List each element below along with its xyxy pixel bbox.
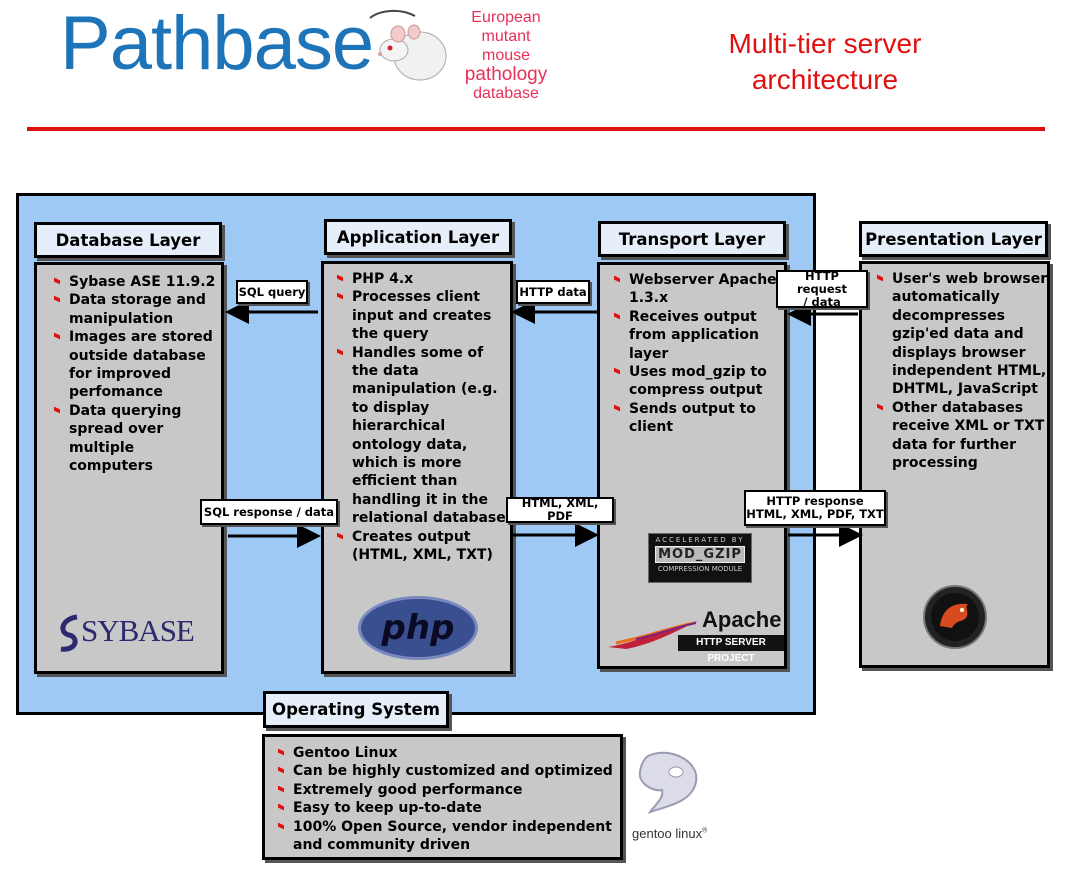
list-item: Other databases receive XML or TXT data … (874, 399, 1052, 473)
mouse-logo-icon (369, 10, 447, 81)
presentation-layer-title: Presentation Layer (859, 221, 1048, 257)
mod-gzip-badge: ACCELERATED BY MOD_GZIP COMPRESSION MODU… (648, 533, 752, 583)
list-item: Handles some of the data manipulation (e… (334, 344, 512, 528)
application-layer-title: Application Layer (324, 219, 512, 255)
http-request-label-line1: HTTP request (796, 268, 848, 296)
database-layer-title: Database Layer (34, 222, 222, 258)
list-item: Images are stored outside database for i… (51, 328, 219, 402)
database-layer-box: Sybase ASE 11.9.2 Data storage and manip… (34, 262, 224, 674)
list-item: PHP 4.x (334, 270, 512, 288)
sql-response-label: SQL response / data (200, 499, 338, 525)
pathbase-logo: Pathbase (60, 1, 374, 86)
page-title-line1: Multi-tier server (728, 28, 922, 59)
list-item: User's web browser automatically decompr… (874, 270, 1052, 399)
tagline-line: pathology (464, 64, 548, 85)
list-item: Easy to keep up-to-date (275, 799, 620, 817)
list-item: Receives output from application layer (611, 308, 787, 363)
list-item: Can be highly customized and optimized (275, 762, 620, 780)
tagline-line: European (471, 9, 541, 26)
transport-layer-title: Transport Layer (598, 221, 786, 257)
php-logo: php (358, 596, 478, 660)
http-data-label: HTTP data (516, 280, 590, 304)
os-layer-box: Gentoo Linux Can be highly customized an… (262, 734, 623, 860)
application-layer-box: PHP 4.x Processes client input and creat… (321, 261, 513, 674)
apache-logo-text: Apache (702, 607, 782, 632)
presentation-layer-box: User's web browser automatically decompr… (859, 261, 1050, 668)
list-item: 100% Open Source, vendor independent and… (275, 818, 620, 855)
mozilla-icon (923, 585, 987, 649)
transport-layer-box: Webserver Apache 1.3.x Receives output f… (597, 262, 787, 669)
apache-feather-icon (608, 621, 698, 649)
list-item: Sybase ASE 11.9.2 (51, 273, 219, 291)
tagline-line: mouse (481, 47, 531, 64)
list-item: Uses mod_gzip to compress output (611, 363, 787, 400)
list-item: Gentoo Linux (275, 744, 620, 762)
sybase-swirl-icon (60, 614, 78, 652)
http-response-label: HTTP response HTML, XML, PDF, TXT (744, 490, 886, 526)
gentoo-logo-text: gentoo linux (632, 826, 703, 841)
application-layer-list: PHP 4.x Processes client input and creat… (334, 270, 512, 565)
mod-gzip-badge-top: ACCELERATED BY (655, 536, 745, 544)
apache-subtitle: HTTP SERVER PROJECT (678, 635, 784, 664)
mod-gzip-badge-main: MOD_GZIP (655, 546, 745, 563)
http-request-label: HTTP request / data (776, 268, 868, 309)
php-logo-text: php (381, 608, 455, 648)
list-item: Sends output to client (611, 400, 787, 437)
html-xml-pdf-label: HTML, XML, PDF (506, 497, 614, 523)
sql-query-label: SQL query (236, 280, 308, 304)
gentoo-logo-icon (638, 751, 698, 814)
list-item: Data storage and manipulation (51, 291, 219, 328)
header-divider (27, 127, 1045, 131)
list-item: Webserver Apache 1.3.x (611, 271, 787, 308)
page-title: Multi-tier server architecture (680, 26, 970, 98)
os-layer-list: Gentoo Linux Can be highly customized an… (275, 744, 620, 854)
database-layer-list: Sybase ASE 11.9.2 Data storage and manip… (51, 273, 219, 475)
tagline: European mutant mouse pathology database (446, 8, 566, 103)
page-title-line2: architecture (751, 64, 899, 95)
sybase-logo: SYBASE (57, 611, 207, 657)
presentation-layer-list: User's web browser automatically decompr… (874, 270, 1052, 472)
os-layer-title: Operating System (263, 691, 449, 728)
tagline-line: mutant (481, 28, 531, 45)
transport-layer-list: Webserver Apache 1.3.x Receives output f… (611, 271, 787, 437)
list-item: Processes client input and creates the q… (334, 288, 512, 343)
list-item: Creates output (HTML, XML, TXT) (334, 528, 512, 565)
registered-mark: ® (702, 827, 708, 835)
tagline-line: database (473, 85, 539, 102)
http-request-label-line2: / data (803, 294, 841, 309)
mod-gzip-badge-bottom: COMPRESSION MODULE (657, 565, 743, 573)
gentoo-logo: gentoo linux® (632, 826, 707, 841)
http-response-label-line1: HTTP response (766, 494, 864, 508)
list-item: Data querying spread over multiple compu… (51, 402, 219, 476)
list-item: Extremely good performance (275, 781, 620, 799)
http-response-label-line2: HTML, XML, PDF, TXT (746, 507, 884, 521)
sybase-logo-text: SYBASE (81, 613, 195, 648)
